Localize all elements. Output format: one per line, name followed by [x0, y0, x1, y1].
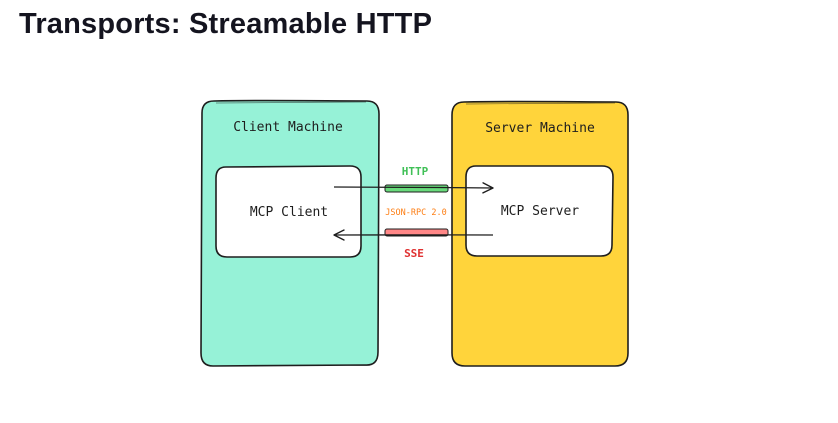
mcp-client-box: [215, 165, 362, 258]
mcp-client-node: MCP Client: [215, 165, 362, 258]
server-machine-label: Server Machine: [485, 121, 595, 136]
jsonrpc-label: JSON-RPC 2.0: [385, 208, 446, 218]
mcp-server-label: MCP Server: [501, 204, 579, 219]
page-title: Transports: Streamable HTTP: [19, 8, 433, 40]
mcp-server-node: MCP Server: [465, 165, 614, 257]
http-band: [384, 184, 449, 193]
mcp-server-box: [465, 165, 614, 257]
sse-label: SSE: [404, 247, 424, 260]
client-machine-label: Client Machine: [233, 120, 343, 135]
http-label: HTTP: [402, 165, 429, 178]
mcp-client-label: MCP Client: [250, 205, 328, 220]
http-arrow-line: [333, 182, 494, 194]
sse-response-arrow: SSE: [333, 228, 494, 260]
http-request-arrow: HTTP: [333, 165, 494, 194]
